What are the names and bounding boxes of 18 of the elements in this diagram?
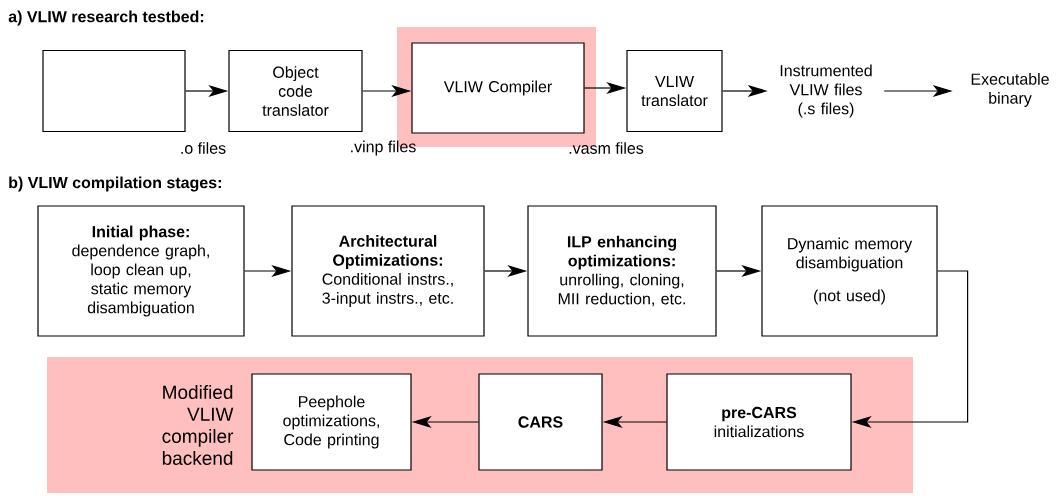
heading: a) VLIW research testbed: bbox=[8, 10, 204, 26]
process-box: ILP enhancing optimizations: unrolling, cloning, MII reduction, etc. bbox=[527, 205, 717, 337]
process-box: Peephole optimizations, Code printing bbox=[251, 373, 412, 471]
empty-box bbox=[42, 49, 186, 133]
process-box: VLIW Compiler bbox=[411, 42, 585, 134]
node-text: Instrumented VLIW files (.s files) bbox=[780, 64, 872, 118]
process-box: Architectural Optimizations: Conditional instrs., 3-input instrs., etc. bbox=[291, 205, 485, 337]
process-box: Initial phase: dependence graph, loop clean up, static memory disambiguation bbox=[37, 205, 245, 337]
process-box: Dynamic memory disambiguation (not used) bbox=[761, 205, 938, 337]
process-box: CARS bbox=[478, 373, 603, 471]
edge-label: .vinp files bbox=[351, 140, 416, 156]
process-box: VLIW translator bbox=[626, 49, 723, 133]
process-box: pre-CARS initializations bbox=[666, 373, 852, 471]
edge-label: .o files bbox=[181, 142, 226, 154]
node-text: Executable binary bbox=[971, 73, 1049, 107]
edge-label: .vasm files bbox=[569, 142, 644, 154]
heading: b) VLIW compilation stages: bbox=[9, 176, 221, 192]
process-box: Object code translator bbox=[228, 49, 363, 133]
